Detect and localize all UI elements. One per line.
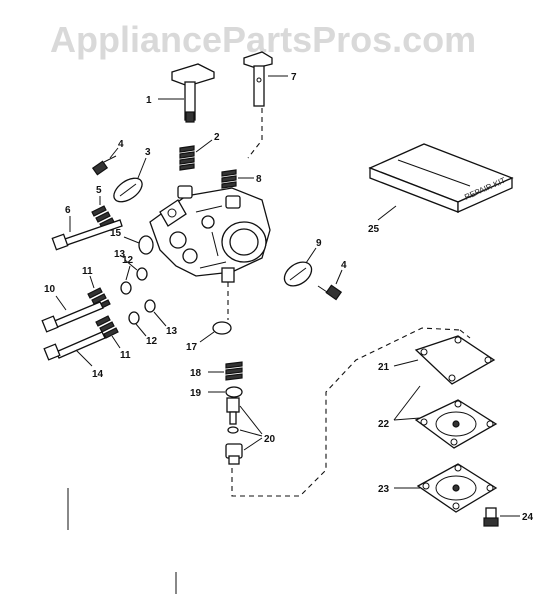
spring-11-lower-part <box>95 315 119 339</box>
fuel-valve-20-group <box>225 397 243 465</box>
callout-3: 3 <box>145 147 151 158</box>
choke-shaft-part <box>243 51 273 107</box>
callout-9: 9 <box>316 238 322 249</box>
callout-17: 17 <box>186 342 198 353</box>
washer-12-upper-part <box>120 281 132 295</box>
o-ring-13-upper-part <box>136 267 148 281</box>
callout-23: 23 <box>378 484 390 495</box>
callout-6: 6 <box>65 205 71 216</box>
callout-25: 25 <box>368 224 380 235</box>
welch-plug-part <box>138 235 154 255</box>
main-jet-screw-10-part <box>41 301 104 333</box>
callout-8b: 8 <box>256 174 262 185</box>
callout-21: 21 <box>378 362 390 373</box>
idle-mixture-screw-14-part <box>43 331 106 361</box>
callout-24: 24 <box>522 512 534 523</box>
float-spring-18-part <box>225 361 243 381</box>
callout-10: 10 <box>44 284 56 295</box>
throttle-shaft-part <box>171 63 215 123</box>
o-ring-13-lower-part <box>144 299 156 313</box>
callout-22: 22 <box>378 419 390 430</box>
diaphragm-cover-23-part <box>416 463 498 513</box>
screw-4-right-part <box>317 284 343 301</box>
callout-2: 2 <box>214 132 220 143</box>
screw-24-part <box>483 507 499 527</box>
throttle-spring-part <box>179 145 195 171</box>
diaphragm-22-part <box>414 399 498 449</box>
screw-4-upper-part <box>91 155 117 176</box>
callout-4a: 4 <box>118 139 124 150</box>
repair-kit-part: REPAIR KIT <box>368 143 514 214</box>
choke-plate-part <box>283 261 313 287</box>
callout-20: 20 <box>264 434 276 445</box>
callout-12a: 12 <box>122 255 134 266</box>
washer-19-part <box>225 386 243 398</box>
callout-18: 18 <box>190 368 202 379</box>
callout-19: 19 <box>190 388 202 399</box>
callout-12b: 12 <box>146 336 158 347</box>
throttle-plate-part <box>113 177 143 203</box>
callout-11b: 11 <box>120 350 131 361</box>
carburetor-body <box>149 185 271 283</box>
callout-4b: 4 <box>341 260 347 271</box>
callout-13b: 13 <box>166 326 178 337</box>
callout-13a: 13 <box>114 249 126 260</box>
gasket-21-part <box>414 335 496 385</box>
washer-12-lower-part <box>128 311 140 325</box>
spring-11-upper-part <box>87 287 111 311</box>
callout-7: 7 <box>291 72 297 83</box>
callout-1: 1 <box>146 95 152 106</box>
choke-spring-part <box>221 169 237 189</box>
callout-11a: 11 <box>82 266 93 277</box>
callout-5: 5 <box>96 185 102 196</box>
idle-screw-part <box>51 219 123 251</box>
callout-15: 15 <box>110 228 122 239</box>
callout-14: 14 <box>92 369 104 380</box>
plug-17-part <box>212 321 232 335</box>
